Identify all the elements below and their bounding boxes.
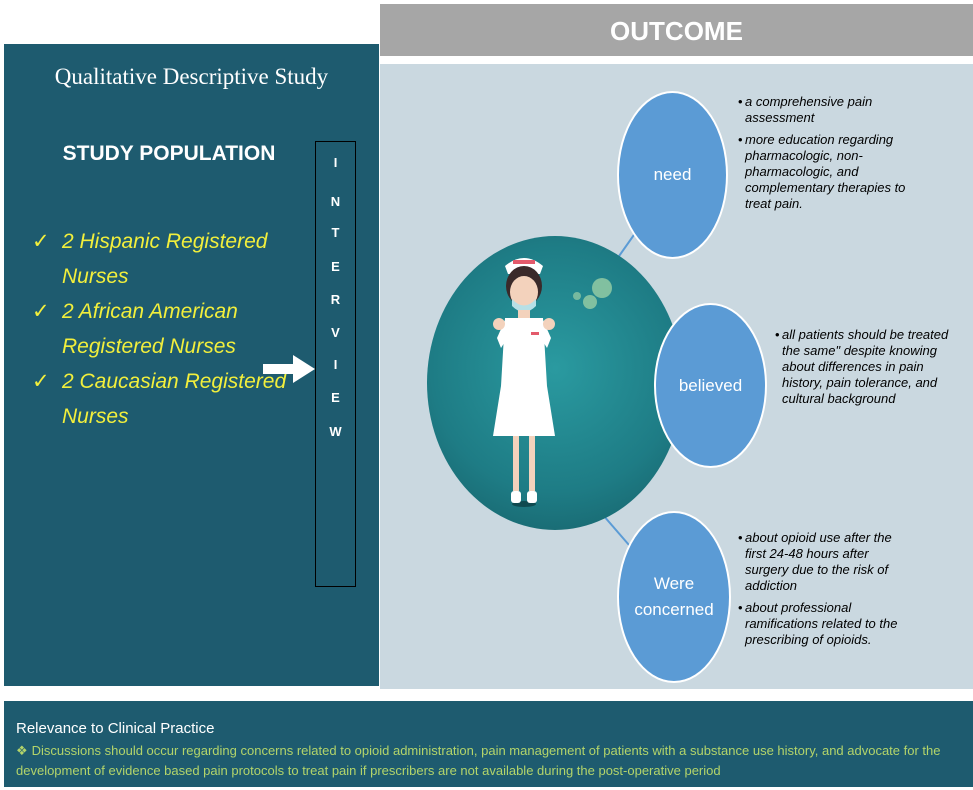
check-icon: ✓ [32,370,50,393]
interview-letter: N [330,194,341,209]
interview-letter: E [331,259,340,274]
nurse-illustration [427,236,683,530]
study-population-heading: STUDY POPULATION [62,142,276,165]
interview-letter: I [333,357,338,372]
population-label: 2 Hispanic Registered Nurses [62,230,268,288]
note-item: about professional ramifications related… [738,600,903,648]
need-notes: a comprehensive pain assessment more edu… [738,94,908,218]
population-list: ✓ 2 Hispanic Registered Nurses ✓ 2 Afric… [32,224,332,434]
interview-letter: E [331,390,340,405]
need-bubble: need [617,91,728,259]
population-label: 2 African American Registered Nurses [62,300,238,358]
arrow-right-icon [263,355,315,383]
check-icon: ✓ [32,300,50,323]
interview-box: I N T E R V I E W [315,141,356,587]
note-item: all patients should be treated the same"… [775,327,955,407]
population-item: ✓ 2 African American Registered Nurses [32,294,332,364]
interview-letter: I [333,155,338,170]
relevance-text-block: ❖Discussions should occur regarding conc… [16,741,961,781]
population-item: ✓ 2 Hispanic Registered Nurses [32,224,332,294]
diamond-bullet-icon: ❖ [16,743,28,758]
interview-letter: R [330,292,341,307]
study-title: Qualitative Descriptive Study [54,64,329,89]
believed-notes: all patients should be treated the same"… [775,327,955,413]
interview-letter: W [329,424,342,439]
relevance-title: Relevance to Clinical Practice [16,720,215,737]
note-item: more education regarding pharmacologic, … [738,132,908,212]
population-label: 2 Caucasian Registered Nurses [62,370,287,428]
relevance-text: Discussions should occur regarding conce… [16,743,941,778]
check-icon: ✓ [32,230,50,253]
population-item: ✓ 2 Caucasian Registered Nurses [32,364,332,434]
concerned-notes: about opioid use after the first 24-48 h… [738,530,903,654]
outcome-header: OUTCOME [380,4,973,56]
believed-bubble: believed [654,303,767,468]
note-item: a comprehensive pain assessment [738,94,908,126]
relevance-footer: Relevance to Clinical Practice ❖Discussi… [4,701,973,787]
concerned-bubble: Were concerned [617,511,731,683]
note-item: about opioid use after the first 24-48 h… [738,530,903,594]
nurse-icon [493,258,612,507]
interview-letter: V [331,325,340,340]
interview-letter: T [331,225,340,240]
